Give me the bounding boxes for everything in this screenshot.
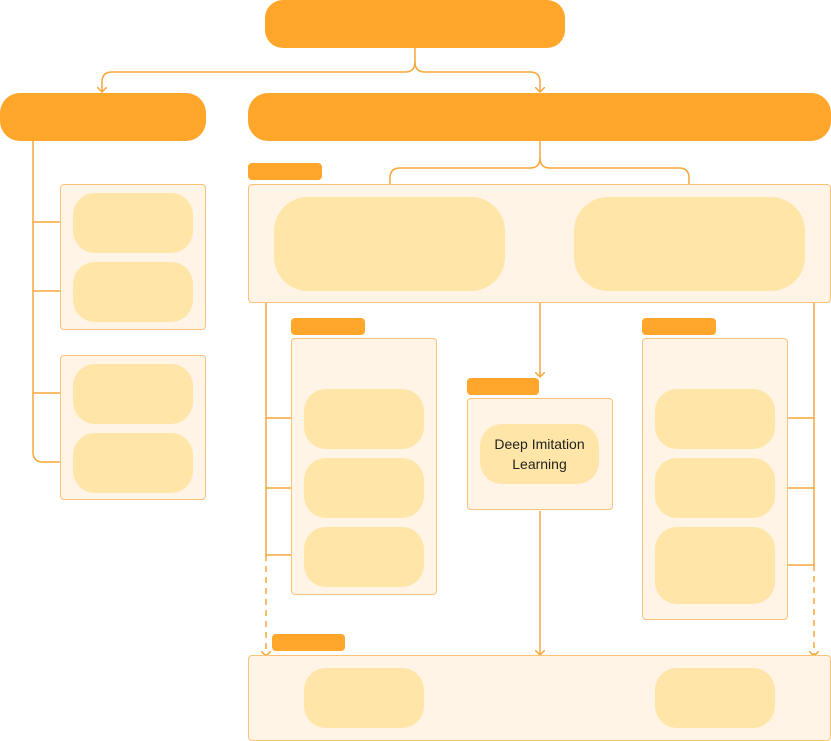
top-group-node-right	[574, 197, 805, 291]
left-column-node-3	[304, 527, 424, 587]
deep-imitation-learning-node: Deep Imitation Learning	[480, 424, 599, 484]
left-node-4	[73, 433, 193, 493]
section-tag-top	[248, 163, 322, 180]
section-tag-left-column	[291, 318, 365, 335]
left-node-1	[73, 193, 193, 253]
left-node-2	[73, 262, 193, 322]
bottom-group-node-right	[655, 668, 775, 728]
left-column-node-2	[304, 458, 424, 518]
edge-root-split	[102, 48, 416, 92]
left-node-3	[73, 364, 193, 424]
right-column-node-2	[655, 458, 775, 518]
right-column-node-1	[655, 389, 775, 449]
root-bar	[265, 0, 565, 48]
section-tag-center	[467, 378, 539, 395]
right-column-node-3	[655, 527, 775, 604]
left-category-bar	[0, 93, 206, 141]
edge-root-right	[414, 61, 540, 92]
top-group-node-left	[274, 197, 505, 291]
section-tag-right-column	[642, 318, 716, 335]
right-category-bar	[248, 93, 831, 141]
section-tag-bottom	[272, 634, 345, 651]
left-column-node-1	[304, 389, 424, 449]
bottom-group-node-left	[304, 668, 424, 728]
